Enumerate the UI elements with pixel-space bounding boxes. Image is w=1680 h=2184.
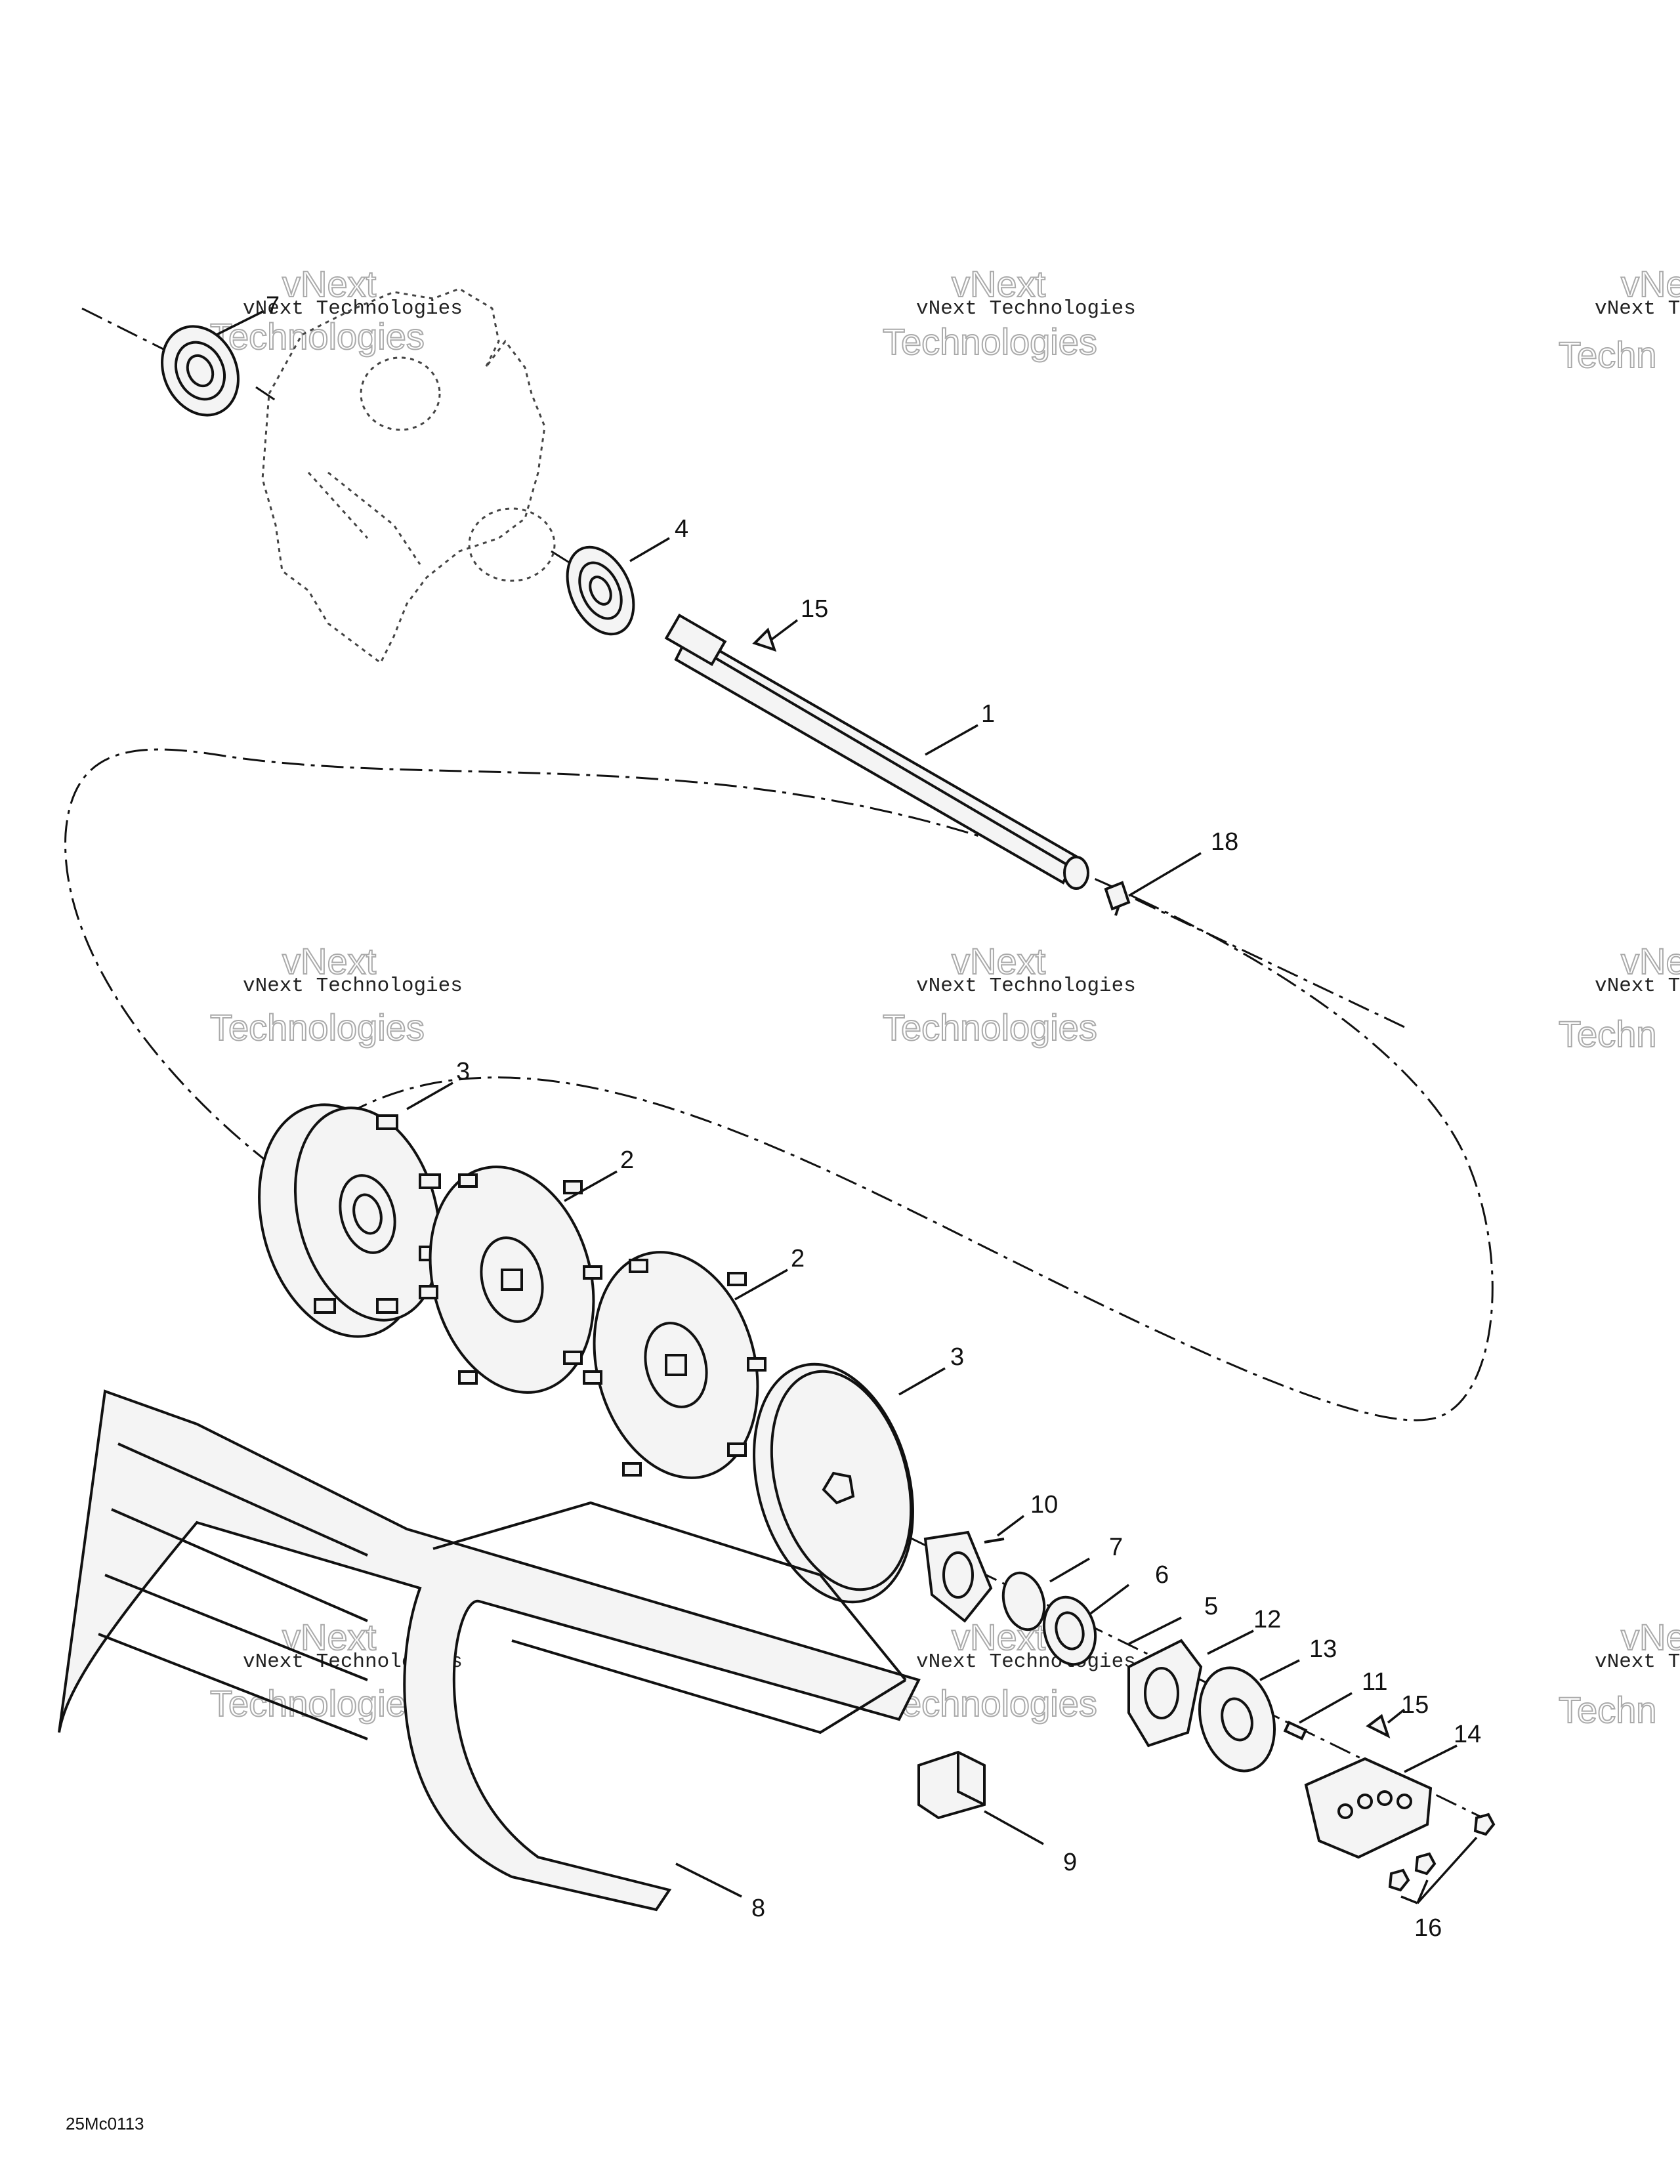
washer-7	[1001, 1571, 1046, 1631]
bearing-housing-10	[923, 1530, 1005, 1623]
callout-3: 3	[456, 1058, 470, 1085]
watermark-text: Technologies	[883, 1683, 1097, 1724]
nuts-16	[1388, 1813, 1496, 1892]
watermark-text: vNext	[952, 263, 1046, 304]
slider-block-9	[917, 1750, 986, 1820]
watermark-text: vNext Technologies	[243, 975, 463, 998]
callout-7: 7	[266, 292, 280, 320]
wheel-3-right	[753, 1362, 914, 1604]
callout-7: 7	[1109, 1534, 1123, 1561]
center-axis-lines	[81, 307, 1497, 1826]
bolt-11	[1283, 1721, 1308, 1740]
callout-2: 2	[620, 1146, 634, 1174]
watermark-text: Technologies	[883, 1007, 1097, 1048]
clip-18	[1104, 881, 1131, 916]
watermark-text: Techn	[1559, 334, 1656, 375]
callout-2: 2	[791, 1245, 805, 1272]
sprocket-wheel-3-left	[258, 1103, 442, 1338]
watermark-text: Technologies	[210, 316, 425, 357]
callout-1: 1	[981, 700, 995, 728]
callout-15: 15	[801, 595, 828, 623]
callout-14: 14	[1454, 1721, 1481, 1748]
sprocket-2-first	[419, 1166, 602, 1394]
callout-5: 5	[1204, 1593, 1218, 1620]
watermark-text: vNext Technologies	[916, 975, 1136, 998]
callout-16: 16	[1414, 1914, 1442, 1942]
watermark-text: vNext	[1621, 940, 1680, 982]
watermark-text: Techn	[1559, 1689, 1656, 1731]
bearing-7-upper	[161, 325, 240, 417]
callout-8: 8	[751, 1895, 765, 1922]
track-path-outline	[64, 748, 1494, 1421]
watermark-text: vNext Technologies	[916, 297, 1136, 320]
drive-axle	[664, 613, 1089, 890]
watermark-text: Technologies	[883, 321, 1097, 362]
watermark-text: vNext	[282, 263, 377, 304]
callout-3: 3	[950, 1343, 964, 1371]
watermark-text: Techn	[1559, 1013, 1656, 1055]
callout-10: 10	[1030, 1491, 1058, 1519]
callout-labels: 7 4 15 1 18 3 2 2 3 10 7 6 5 12 13 11 15…	[266, 292, 1481, 1942]
callout-15: 15	[1401, 1691, 1429, 1719]
callout-9: 9	[1063, 1849, 1077, 1876]
leader-lines	[216, 310, 1478, 1904]
callout-4: 4	[675, 515, 688, 543]
watermark-text: vNext Te	[1595, 1650, 1680, 1673]
track-8	[58, 1389, 921, 1912]
watermark-text: vNext Technologies	[916, 1650, 1136, 1673]
watermark-group: vNext Technologies vNext Technologies vN…	[209, 262, 1680, 1731]
sprocket-2-second	[583, 1251, 766, 1479]
clip-15-lower	[1366, 1713, 1391, 1738]
watermark-text: vNext Te	[1595, 975, 1680, 998]
bracket-14	[1304, 1757, 1433, 1859]
bearing-6	[1042, 1595, 1097, 1666]
watermark-text: vNext	[1621, 1616, 1680, 1658]
chaincase-housing	[261, 287, 556, 665]
bearing-4	[566, 545, 635, 636]
callout-13: 13	[1309, 1635, 1337, 1663]
callout-18: 18	[1211, 828, 1238, 856]
watermark-text: vNext Technologies	[243, 297, 463, 320]
watermark-text: vNext	[952, 940, 1046, 982]
watermark-text: vNext	[1621, 263, 1680, 304]
watermark-text: Technologies	[210, 1683, 425, 1724]
callout-11: 11	[1362, 1668, 1387, 1696]
callout-6: 6	[1155, 1561, 1169, 1589]
callout-12: 12	[1253, 1606, 1281, 1633]
watermark-text: vNext	[282, 940, 377, 982]
flange-13	[1198, 1666, 1276, 1773]
watermark-text: Technologies	[210, 1007, 425, 1048]
drawing-code: 25Mc0113	[66, 2114, 144, 2133]
bearing-housing-12	[1127, 1639, 1203, 1748]
watermark-text: vNext Te	[1595, 297, 1680, 320]
